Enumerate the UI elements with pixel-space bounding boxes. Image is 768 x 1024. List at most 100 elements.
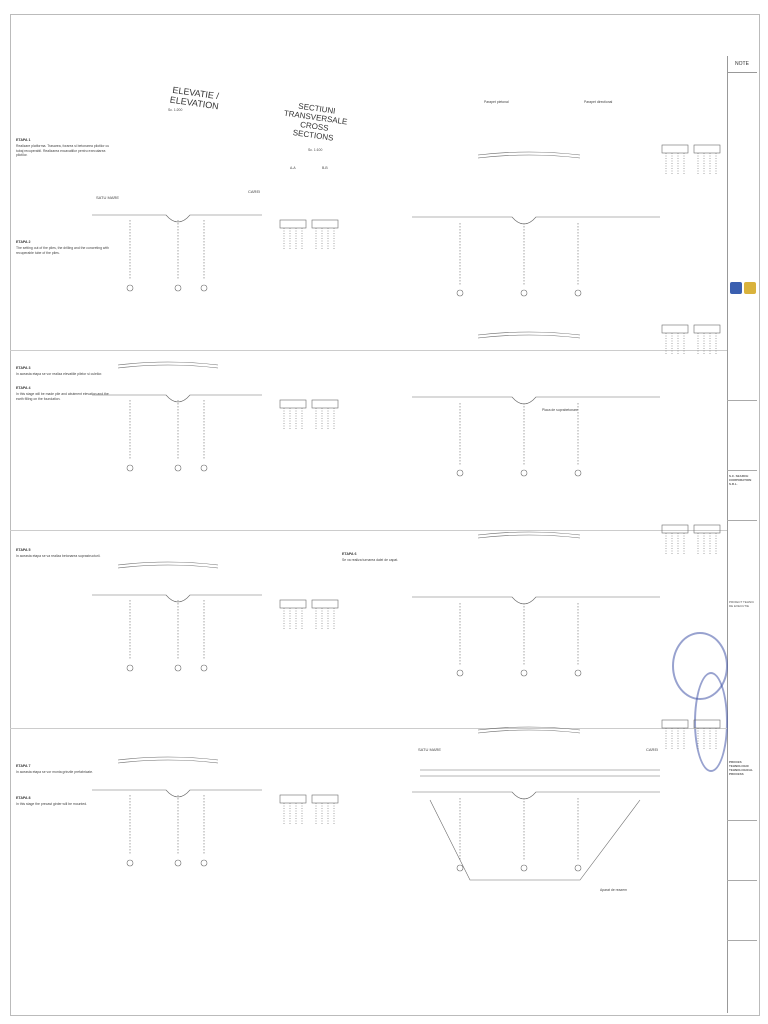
pile-marker [520,669,528,677]
bridge-deck [477,531,581,536]
bridge-deck [477,534,581,539]
stage-8-text: In this stage the precast girder will be… [16,802,88,806]
pile-marker [520,289,528,297]
stage-7-label: ETAPA 7 [16,764,31,768]
pile-marker [174,464,182,472]
bearing-annotation: Aparat de reazem [600,888,627,892]
tb-divider [727,880,757,881]
ground-line [412,216,660,225]
stage-4-label: ETAPA 4 [16,386,31,390]
row-separator [10,530,727,531]
cross-section [279,794,307,804]
cross-section [661,524,689,534]
pile-marker [126,284,134,292]
eu-flag-logo [730,282,742,294]
ground-line [92,394,262,403]
bridge-deck [117,561,219,566]
company-name: S.C. SEARCH CORPORATION S.R.L. [729,474,752,486]
section-bb-label: B-B [322,166,328,170]
pile-marker [574,669,582,677]
cross-section [279,399,307,409]
tb-divider [727,520,757,521]
elevation-scale: Sc. 1:200 [168,108,183,112]
pile-marker [174,664,182,672]
cross-section [311,599,339,609]
ground-line [412,791,660,800]
cross-section [311,794,339,804]
ground-line [92,789,262,798]
stage-1-text: Realizare platforma. Trasarea, forarea s… [16,144,110,158]
bridge-deck [117,564,219,569]
row-separator [10,350,727,351]
pile-marker [174,859,182,867]
bridge-deck [117,361,219,366]
pile-marker [520,469,528,477]
carei-label-2: CAREI [646,747,659,752]
tb-divider [727,400,757,401]
guard-rail-annotation: Parapet directional [584,100,613,104]
cross-section [661,324,689,334]
satu-mare-label-2: SATU MARE [418,747,442,752]
row-separator [10,728,727,729]
ground-line [412,596,660,605]
cross-section [661,144,689,154]
cross-section [311,399,339,409]
pile-marker [520,864,528,872]
stage-2-text: The setting out of the piles, the drilli… [16,246,109,255]
cross-section [693,144,721,154]
ground-line [412,396,660,405]
cross-section [693,719,721,729]
stage-6-text: Se va realiza turnarea dalei de capat. [342,558,399,562]
parapet-annotation: Parapet pietonal [484,100,509,104]
stage-5-text: In aceasta etapa se va realiza betonarea… [16,554,101,558]
ground-line [92,594,262,603]
pile-marker [456,469,464,477]
pile-marker [574,289,582,297]
bridge-deck [477,154,581,159]
bridge-deck [477,729,581,734]
stage-8-label: ETAPA 8 [16,796,31,800]
stage-7-text: In aceasta etapa se vor monta grinzile p… [16,770,94,774]
tb-divider [727,940,757,941]
ground-line [92,214,262,223]
tb-divider [727,820,757,821]
pile-marker [126,664,134,672]
cross-scale: Sc. 1:100 [308,148,323,152]
pile-marker [200,464,208,472]
cross-section [661,719,689,729]
stage-5-label: ETAPA 5 [16,548,31,552]
slab-annotation: Placa de suprabetonare [542,408,579,412]
bridge-deck [117,756,219,761]
cross-section [279,219,307,229]
embankment [429,799,641,881]
pile-marker [456,864,464,872]
cross-section [279,599,307,609]
pile-marker [126,859,134,867]
cross-section [693,324,721,334]
pile-marker [456,289,464,297]
bridge-deck [117,364,219,369]
bridge-deck [477,334,581,339]
bridge-deck [477,151,581,156]
stage-4-text: In this stage will be made pile and abut… [16,392,109,401]
bridge-deck [477,726,581,731]
pile-marker [200,284,208,292]
engineer-stamp [694,672,728,772]
carei-label: CAREI [248,189,261,194]
bridge-deck [117,759,219,764]
tb-divider [727,470,757,471]
pile-marker [456,669,464,677]
pile-marker [200,664,208,672]
stage-1-label: ETAPA 1 [16,138,31,142]
pile-marker [126,464,134,472]
pile-marker [200,859,208,867]
pile-marker [574,864,582,872]
pile-marker [574,469,582,477]
bridge-deck [477,331,581,336]
stage-2-label: ETAPA 2 [16,240,31,244]
stage-3-label: ETAPA 3 [16,366,31,370]
drawing-title: PROCES TEHNOLOGIC TEHNOLOGICAL PROCESS [729,760,753,776]
stage-3-text: In aceasta etapa se vor realiza elevatii… [16,372,103,376]
cross-section [311,219,339,229]
